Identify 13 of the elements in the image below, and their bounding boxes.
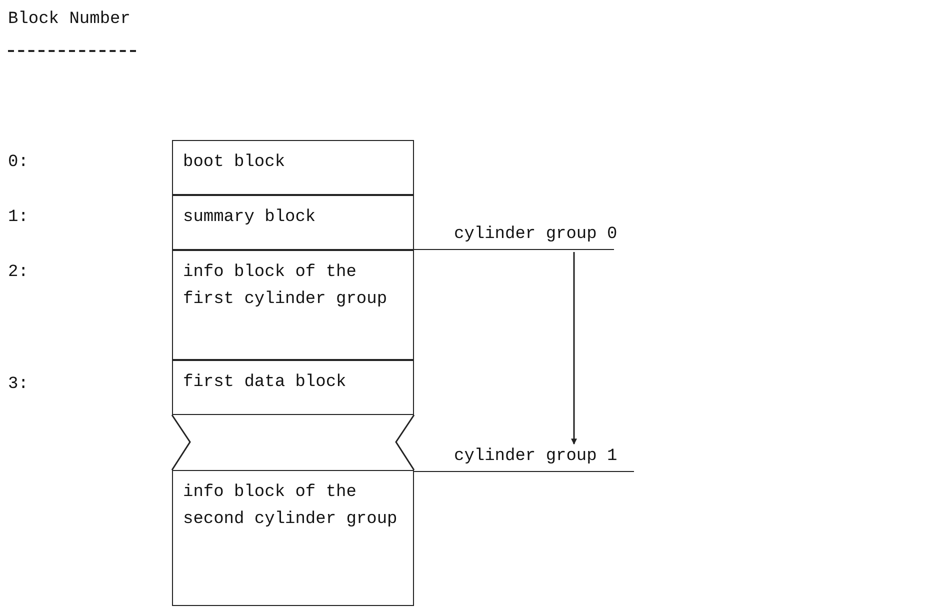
memory-block: info block of the first cylinder group — [172, 250, 414, 360]
group-label: cylinder group 1 — [414, 446, 634, 472]
memory-block: info block of the second cylinder group — [172, 470, 414, 606]
block-number: 2: — [8, 263, 28, 282]
memory-block: summary block — [172, 195, 414, 250]
block-number: 1: — [8, 208, 28, 227]
block-number: 0: — [8, 153, 28, 172]
heading: Block Number — [8, 10, 130, 29]
arrow — [571, 252, 577, 445]
memory-block: first data block — [172, 360, 414, 415]
group-label: cylinder group 0 — [414, 224, 614, 250]
block-number: 3: — [8, 375, 28, 394]
memory-block: boot block — [172, 140, 414, 195]
